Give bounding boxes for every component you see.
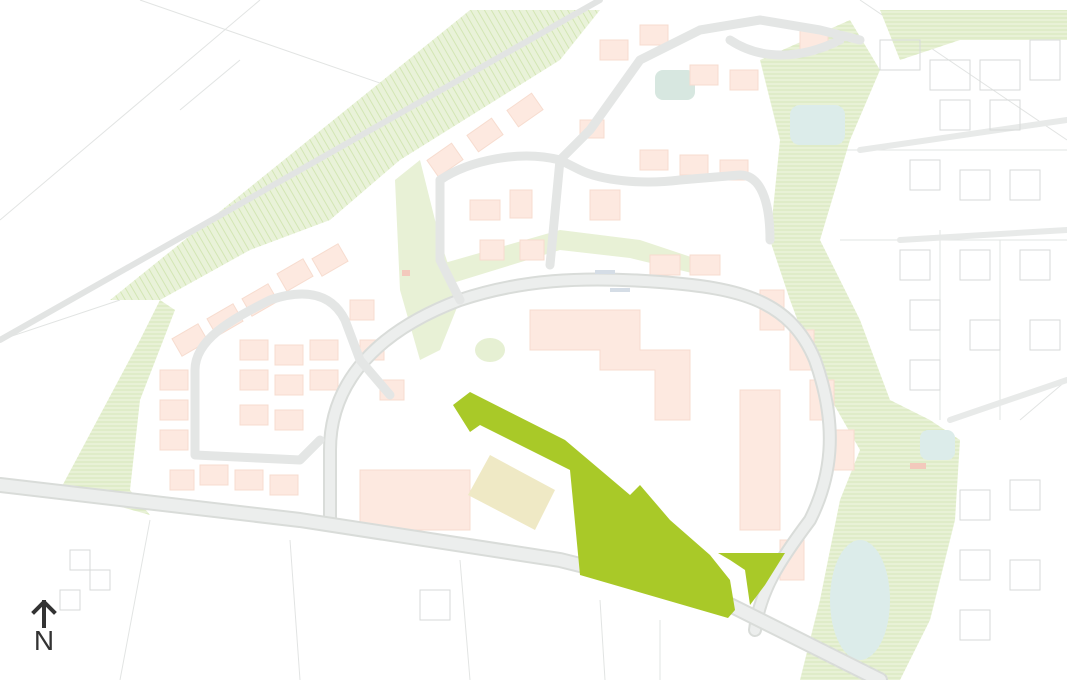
green-corner-parcel bbox=[718, 553, 785, 605]
north-indicator: N bbox=[28, 600, 60, 660]
north-label: N bbox=[33, 625, 55, 656]
northwest-road bbox=[0, 0, 603, 343]
buildings bbox=[159, 24, 855, 581]
green-strip-northwest bbox=[110, 10, 600, 300]
east-street bbox=[857, 117, 1067, 423]
highlighted-parcels bbox=[453, 338, 785, 618]
green-buffer-zones bbox=[60, 10, 1067, 680]
west-loop-street bbox=[190, 289, 395, 465]
green-strip-northeast bbox=[880, 10, 1067, 60]
green-strip-west bbox=[60, 300, 175, 515]
green-development-parcel bbox=[453, 392, 735, 618]
north-loop-street bbox=[435, 15, 865, 305]
pond-south bbox=[830, 540, 890, 660]
small-markers bbox=[402, 270, 926, 469]
pond-hatched bbox=[655, 70, 695, 100]
green-strip-east bbox=[760, 20, 960, 680]
water-bodies bbox=[655, 70, 955, 660]
green-corridor-middle bbox=[420, 230, 700, 290]
north-arrow-icon bbox=[31, 600, 57, 628]
small-green-area bbox=[475, 338, 505, 362]
pond-east bbox=[920, 430, 955, 460]
sports-field-parcel bbox=[468, 455, 555, 530]
pond-north bbox=[790, 105, 845, 145]
east-parcels bbox=[59, 39, 1061, 641]
